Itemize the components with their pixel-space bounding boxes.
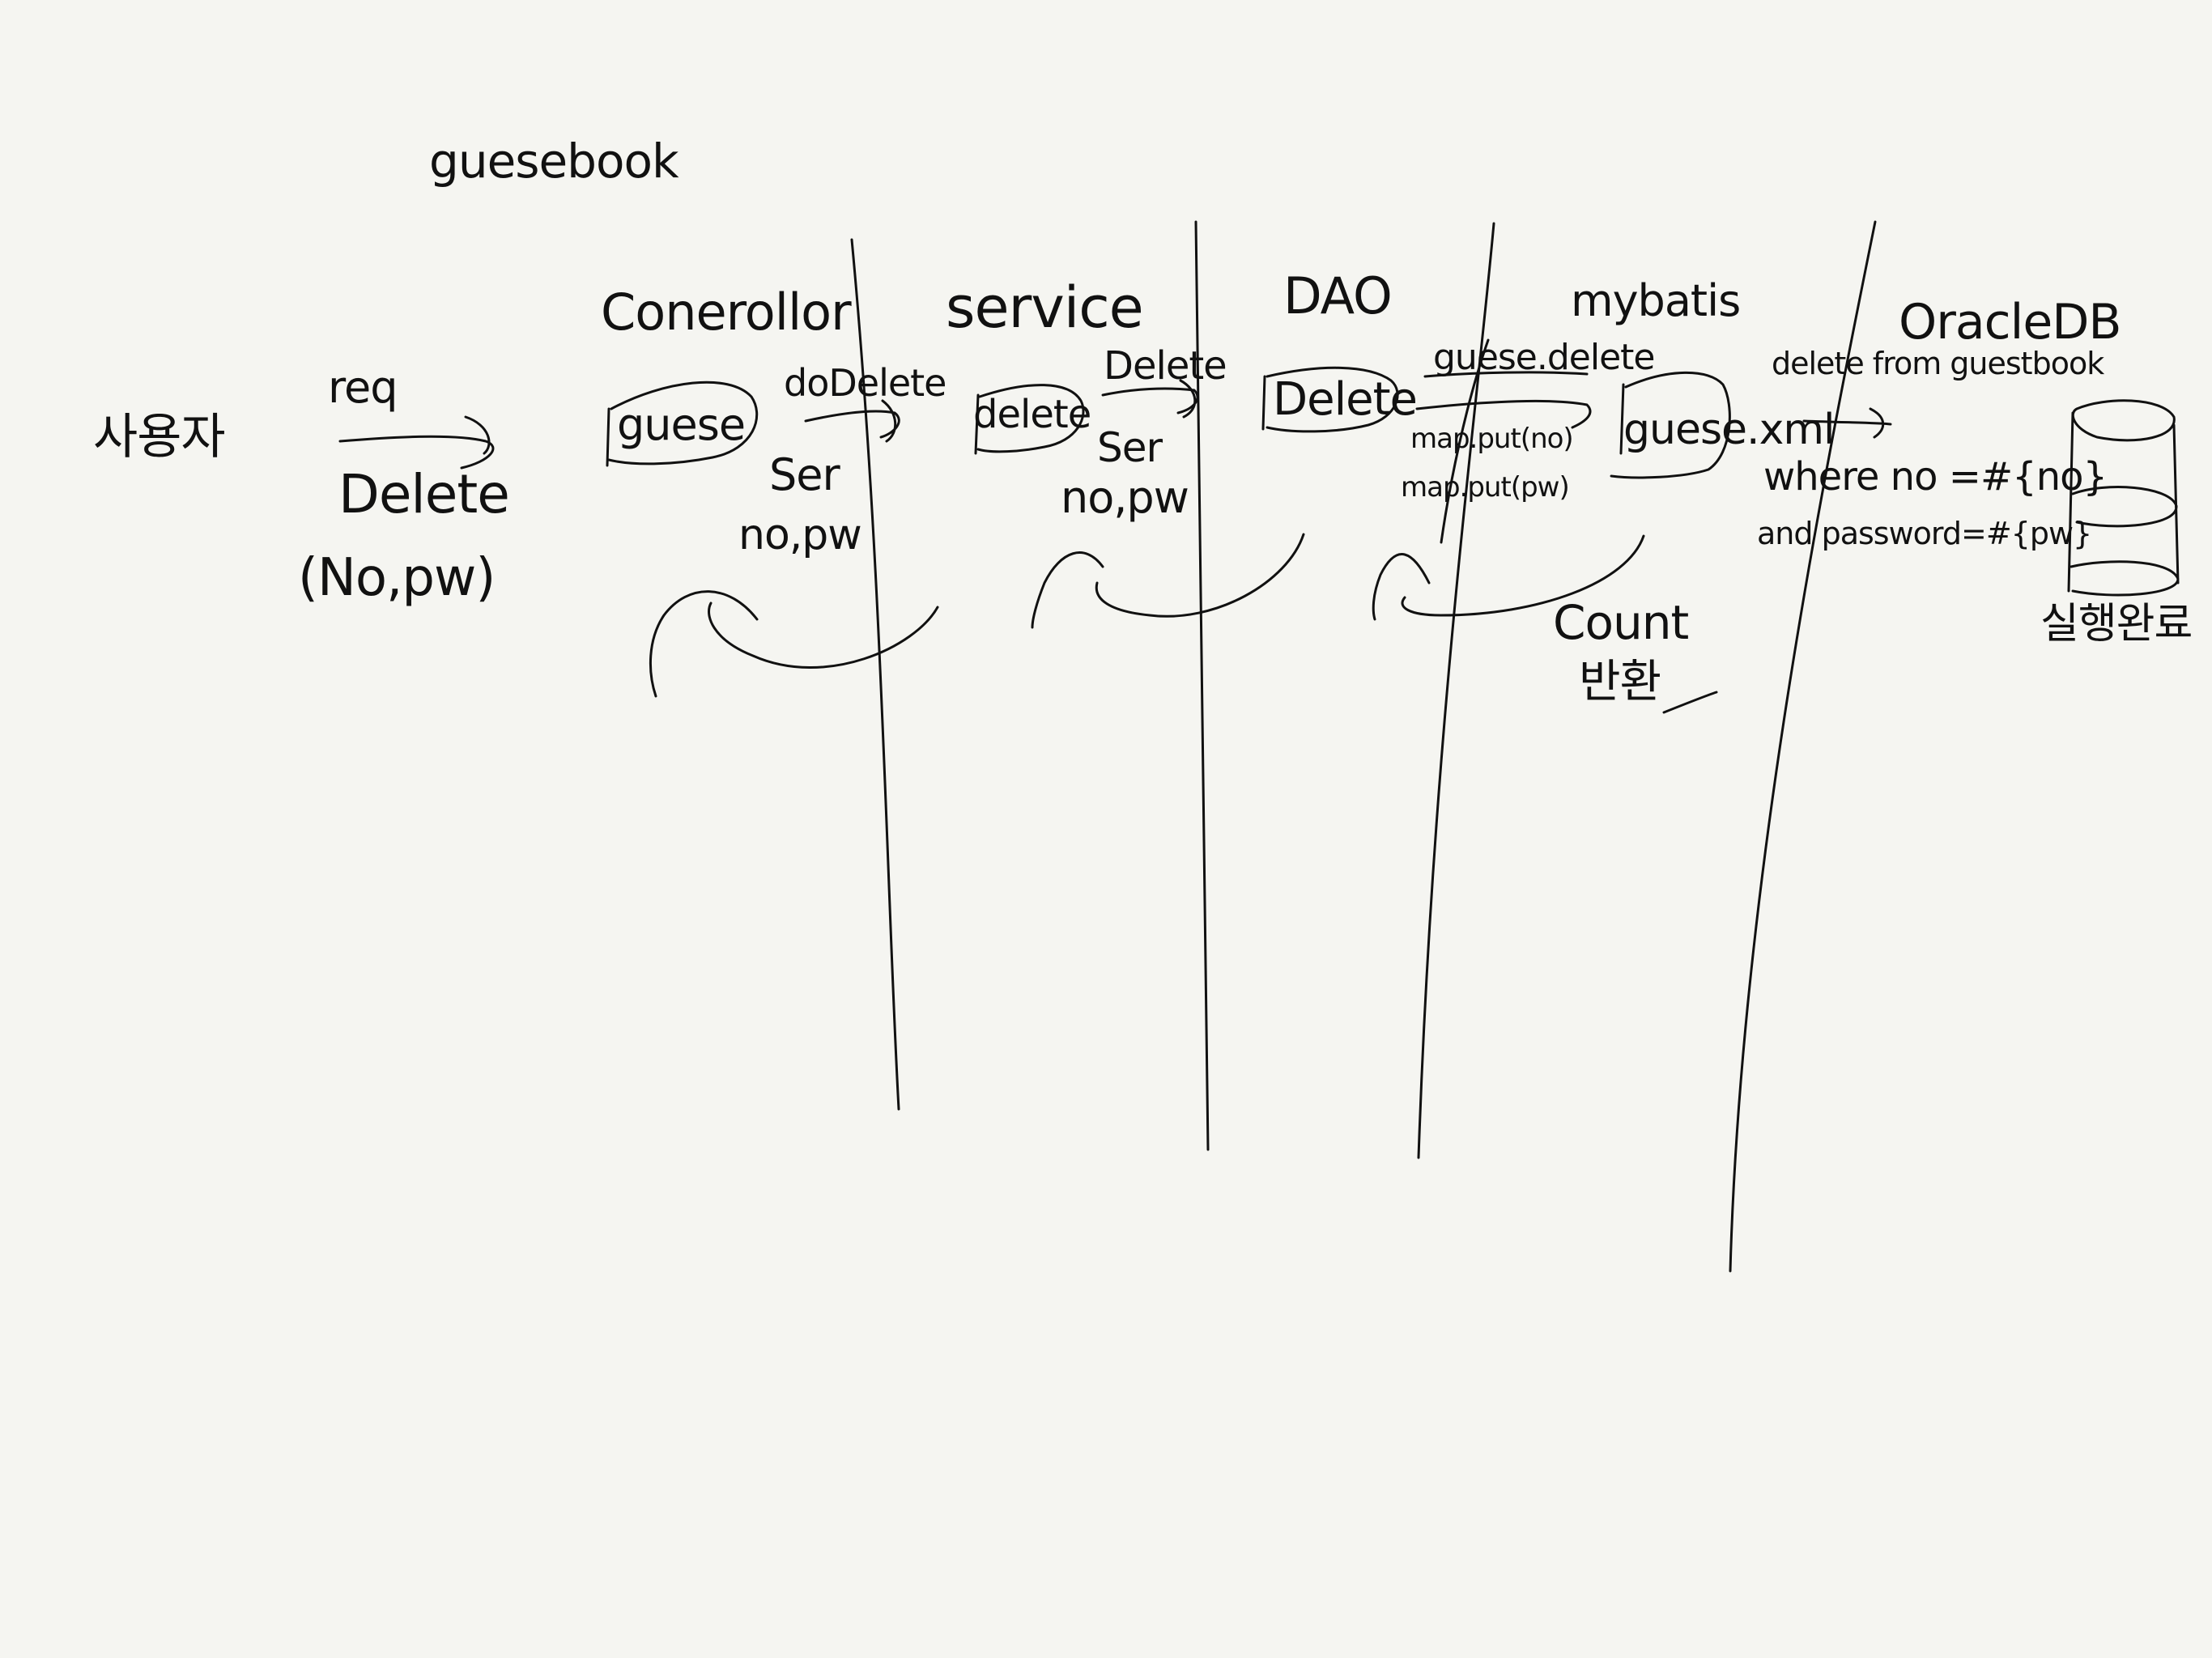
mybatis-oracle-arrow: [1802, 407, 1892, 439]
column-header-mybatis: mybatis: [1571, 275, 1741, 326]
controller-box-label: guese: [617, 399, 746, 450]
dao-map-pw-label: map.put(pw): [1401, 471, 1570, 504]
dao-call-arrow: [1415, 399, 1592, 429]
service-box: [974, 384, 1085, 455]
db-cylinder: [2067, 399, 2180, 597]
mybatis-count-label: Count: [1553, 595, 1689, 650]
controller-call-label: doDelete: [784, 361, 946, 405]
request-method: Delete: [338, 463, 510, 525]
service-call-arrow: [1101, 379, 1199, 419]
dao-map-no-label: map.put(no): [1410, 423, 1574, 455]
service-arg-label: Ser: [1097, 424, 1163, 471]
page-title: guesebook: [429, 134, 679, 189]
controller-box: [606, 380, 759, 467]
mybatis-return-label: 반환: [1579, 656, 1661, 708]
dodelete-arrow: [804, 399, 900, 443]
dao-box-label: Delete: [1273, 373, 1418, 426]
mybatis-box-label: guese.xml: [1623, 406, 1835, 454]
count-underline: [1662, 691, 1718, 714]
return-arrow-dao: [1372, 534, 1645, 621]
mybatis-box: [1610, 371, 1731, 479]
oracle-executed-label: 실행완료: [2040, 600, 2193, 648]
lane-divider-dao-mybatis: [1417, 222, 1495, 1159]
column-header-controller: Conerollor: [601, 283, 852, 342]
lane-divider-extra: [1440, 338, 1490, 544]
column-header-dao: DAO: [1283, 266, 1393, 325]
dao-call-label: guese.delete: [1433, 337, 1655, 378]
column-header-service: service: [946, 274, 1144, 341]
dao-box: [1261, 366, 1399, 433]
oracle-sql-line2: where no =#{no}: [1763, 454, 2108, 500]
dao-bracket: [1423, 371, 1589, 378]
oracle-sql-line1: delete from guestbook: [1772, 346, 2104, 381]
service-box-label: delete: [973, 392, 1091, 437]
lane-divider-controller-service: [850, 238, 900, 1111]
return-arrow-service: [1031, 533, 1305, 629]
service-call-label: Delete: [1104, 343, 1227, 389]
service-params-label: no,pw: [1061, 472, 1189, 523]
user-label: 사용자: [93, 409, 226, 466]
return-arrow-controller: [649, 590, 939, 698]
controller-params-label: no,pw: [738, 511, 862, 559]
request-label: req: [328, 362, 398, 413]
controller-arg-label: Ser: [769, 449, 840, 500]
request-params: (No,pw): [298, 548, 496, 608]
request-arrow: [338, 415, 495, 470]
lane-divider-mybatis-oracle: [1729, 220, 1877, 1273]
lane-divider-service-dao: [1194, 220, 1210, 1151]
oracle-sql-line3: and password=#{pw}: [1757, 516, 2092, 551]
column-header-oracle: OracleDB: [1899, 294, 2122, 351]
